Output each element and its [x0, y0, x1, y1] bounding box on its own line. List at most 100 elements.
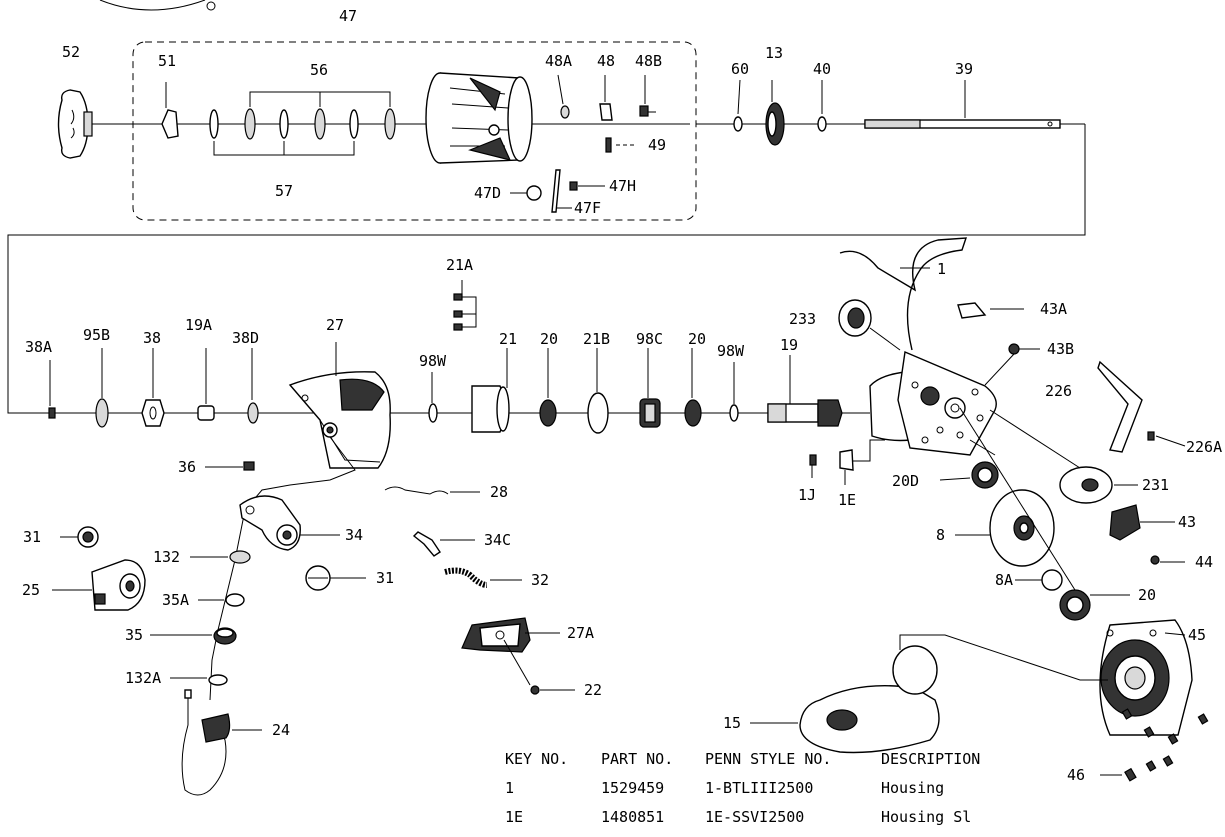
exploded-parts-diagram: 47 52 51 56 57 48A 48 48B 49 47D 47H 47F… [7, 0, 1222, 796]
part-27a-rotor-cover [461, 617, 531, 653]
part-34-bail-arm [239, 495, 301, 551]
part-31-knob-b [305, 565, 331, 591]
callout-32: 32 [531, 571, 549, 589]
part-36-screw [243, 461, 255, 471]
callout-44: 44 [1195, 553, 1213, 571]
callout-48: 48 [597, 52, 615, 70]
callout-47: 47 [339, 7, 357, 25]
callout-57: 57 [275, 182, 293, 200]
cell-penn-style-no: 1-BTLIII2500 [705, 779, 814, 797]
part-40-washer [817, 116, 827, 132]
callout-21: 21 [499, 330, 517, 348]
callout-15: 15 [723, 714, 741, 732]
callout-48b: 48B [635, 52, 662, 70]
callout-132a: 132A [125, 669, 161, 687]
part-spool [425, 72, 533, 164]
callout-35: 35 [125, 626, 143, 644]
part-8a-washer [1041, 569, 1063, 591]
callout-20-b: 20 [688, 330, 706, 348]
callout-226a: 226A [1186, 438, 1222, 456]
callout-43: 43 [1178, 513, 1196, 531]
part-15-handle [799, 645, 940, 754]
callout-34c: 34C [484, 531, 511, 549]
part-1-housing [839, 237, 997, 456]
cell-key-no: 1 [505, 779, 515, 797]
callout-98w-b: 98W [717, 342, 745, 360]
callout-27a: 27A [567, 624, 594, 642]
part-60-washer [733, 116, 743, 132]
callout-27: 27 [326, 316, 344, 334]
part-19a-bushing [197, 405, 215, 421]
part-25-roller-housing [91, 559, 146, 611]
callout-1: 1 [937, 260, 946, 278]
part-drag-knob [57, 89, 93, 159]
cell-penn-style-no: 1E-SSVI2500 [705, 808, 805, 826]
part-20-bearing-c [1059, 589, 1091, 621]
cell-part-no: 1480851 [601, 808, 665, 826]
part-132a-washer [208, 674, 228, 686]
callout-38d: 38D [232, 329, 259, 347]
part-1e-housing-sleeve [839, 449, 854, 471]
part-231-gear [1059, 466, 1113, 504]
callout-labels: 47 52 51 56 57 48A 48 48B 49 47D 47H 47F… [22, 7, 1222, 784]
callout-35a: 35A [162, 591, 189, 609]
part-47d-ball [526, 185, 542, 201]
part-226a-screw [1147, 431, 1155, 441]
callout-49: 49 [648, 136, 666, 154]
callout-132: 132 [153, 548, 180, 566]
brand-logo-fragment [99, 0, 216, 11]
callout-98c: 98C [636, 330, 663, 348]
callout-38: 38 [143, 329, 161, 347]
part-98w-washer-b [729, 404, 739, 422]
part-31-knob-a [77, 526, 99, 548]
part-20-bearing-b [684, 399, 702, 427]
callout-20d: 20D [892, 472, 919, 490]
part-47f-plate [551, 169, 561, 213]
part-clip [161, 109, 179, 139]
part-44-screw [1150, 555, 1160, 565]
callout-226: 226 [1045, 382, 1072, 400]
header-key-no: KEY NO. [505, 750, 569, 768]
part-35-roller [213, 627, 237, 645]
part-46-screws [1121, 708, 1209, 782]
callout-231: 231 [1142, 476, 1169, 494]
header-part-no: PART NO. [601, 750, 674, 768]
part-95b-washer [95, 398, 109, 428]
callout-22: 22 [584, 681, 602, 699]
part-38a-screw [48, 407, 64, 419]
callout-34: 34 [345, 526, 363, 544]
callout-8: 8 [936, 526, 945, 544]
table-row: 1 1529459 1-BTLIII2500 Housing [505, 779, 1031, 808]
callout-8a: 8A [995, 571, 1013, 589]
callout-21b: 21B [583, 330, 610, 348]
part-34c-pin [412, 531, 441, 557]
cell-key-no: 1E [505, 808, 524, 826]
callout-95b: 95B [83, 326, 110, 344]
callout-39: 39 [955, 60, 973, 78]
part-28-spring-wire [384, 486, 449, 495]
callout-51: 51 [158, 52, 176, 70]
callout-233: 233 [789, 310, 816, 328]
part-48b-screw [639, 105, 656, 117]
callout-47f: 47F [574, 199, 601, 217]
part-20-bearing-a [539, 399, 557, 427]
callout-45: 45 [1188, 626, 1206, 644]
callout-20-c: 20 [1138, 586, 1156, 604]
cell-description: Housing Sl [881, 808, 972, 826]
callout-43b: 43B [1047, 340, 1074, 358]
part-98c-clutch [639, 398, 661, 428]
part-233-bearing [838, 299, 901, 351]
callout-46: 46 [1067, 766, 1085, 784]
part-47h-screw [569, 181, 578, 191]
part-21b-sleeve [587, 392, 609, 434]
callout-40: 40 [813, 60, 831, 78]
cell-part-no: 1529459 [601, 779, 665, 797]
header-penn-style-no: PENN STYLE NO. [705, 750, 832, 768]
part-43a-plate [957, 302, 987, 319]
part-226-bail-cover [1097, 360, 1143, 453]
part-43-trigger [1109, 504, 1141, 541]
callout-13: 13 [765, 44, 783, 62]
part-21a-screws [453, 280, 477, 331]
part-1j-screw [809, 454, 817, 466]
part-20d-bearing [971, 461, 999, 489]
